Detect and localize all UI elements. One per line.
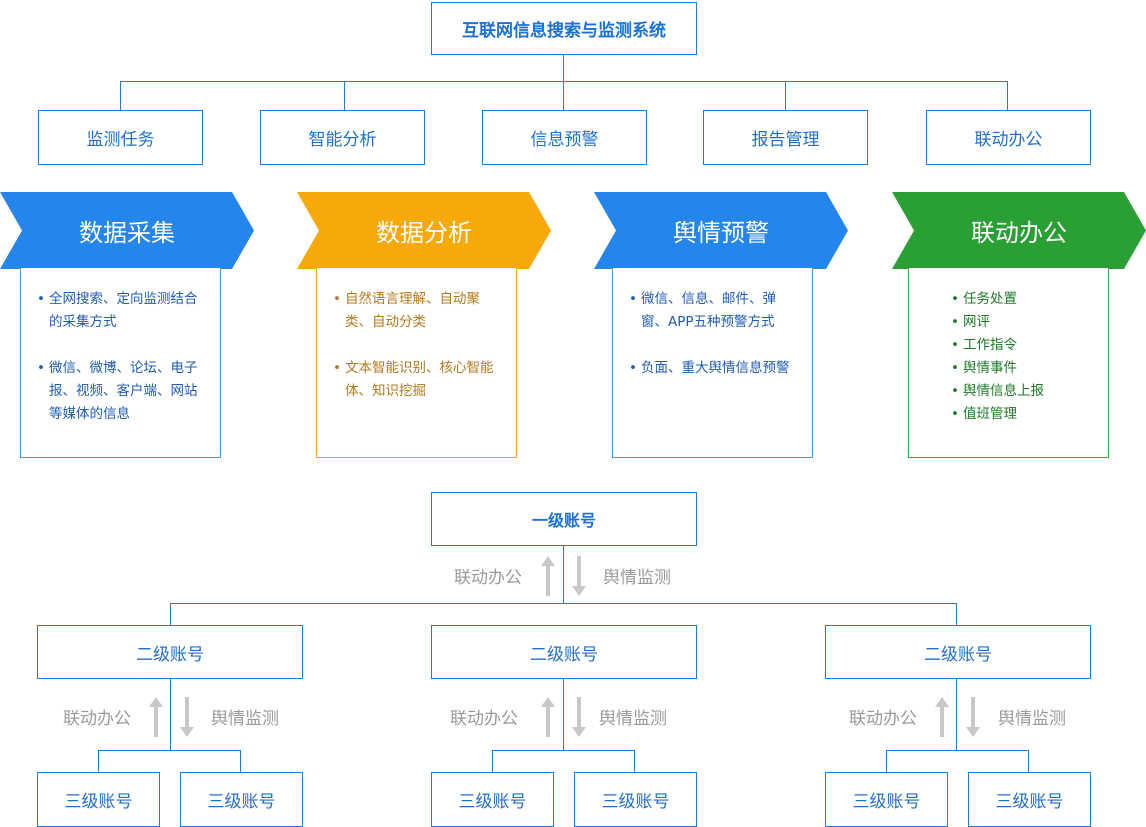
module-label: 联动办公 bbox=[974, 130, 1043, 150]
connector bbox=[170, 603, 957, 604]
pillar-item: 值班管理 bbox=[951, 403, 1094, 426]
connector bbox=[120, 81, 121, 110]
module-box-info-warning: 信息预警 bbox=[482, 110, 647, 165]
connector bbox=[886, 750, 1029, 751]
connector bbox=[98, 750, 99, 772]
up-flow-label: 联动办公 bbox=[849, 709, 917, 729]
pillar-title: 数据分析 bbox=[376, 219, 472, 247]
connector bbox=[1028, 750, 1029, 772]
module-label: 智能分析 bbox=[308, 130, 377, 150]
level1-account-label: 一级账号 bbox=[531, 511, 596, 530]
level3-account-box: 三级账号 bbox=[968, 772, 1091, 827]
up-flow-label: 联动办公 bbox=[63, 709, 131, 729]
up-arrow-icon bbox=[541, 556, 555, 596]
level1-account-box: 一级账号 bbox=[431, 492, 697, 546]
connector bbox=[240, 750, 241, 772]
system-title-box: 互联网信息搜索与监测系统 bbox=[431, 2, 697, 55]
up-arrow-icon bbox=[541, 697, 555, 737]
connector bbox=[956, 603, 957, 625]
pillar-item: 工作指令 bbox=[951, 334, 1094, 357]
module-label: 监测任务 bbox=[86, 130, 155, 150]
level2-account-label: 二级账号 bbox=[924, 644, 992, 665]
level3-account-label: 三级账号 bbox=[458, 792, 527, 812]
down-flow-label: 舆情监测 bbox=[603, 568, 671, 588]
pillar-panel-data-collection: 全网搜索、定向监测结合的采集方式 微信、微博、论坛、电子报、视频、客户端、网站等… bbox=[20, 268, 221, 458]
pillar-banner-data-analysis: 数据分析 bbox=[297, 192, 551, 269]
connector bbox=[563, 55, 564, 110]
connector bbox=[634, 750, 635, 772]
level2-account-box: 二级账号 bbox=[825, 625, 1091, 679]
up-arrow-icon bbox=[149, 697, 163, 737]
connector bbox=[170, 679, 171, 751]
connector bbox=[492, 750, 493, 772]
connector bbox=[170, 603, 171, 625]
system-title: 互联网信息搜索与监测系统 bbox=[462, 21, 666, 41]
connector bbox=[1007, 81, 1008, 110]
level2-account-box: 二级账号 bbox=[37, 625, 303, 679]
down-arrow-icon bbox=[966, 697, 980, 737]
pillar-item: 舆情信息上报 bbox=[951, 380, 1094, 403]
level3-account-box: 三级账号 bbox=[431, 772, 554, 827]
down-arrow-icon bbox=[180, 697, 194, 737]
pillar-item: 微信、信息、邮件、弹窗、APP五种预警方式 bbox=[629, 288, 798, 334]
pillar-item: 任务处置 bbox=[951, 288, 1094, 311]
level3-account-label: 三级账号 bbox=[852, 792, 921, 812]
level3-account-label: 三级账号 bbox=[995, 792, 1064, 812]
pillar-item: 微信、微博、论坛、电子报、视频、客户端、网站等媒体的信息 bbox=[37, 357, 206, 426]
module-box-linked-office: 联动办公 bbox=[926, 110, 1091, 165]
pillar-item: 自然语言理解、自动聚类、自动分类 bbox=[333, 288, 502, 334]
pillar-item: 文本智能识别、核心智能体、知识挖掘 bbox=[333, 357, 502, 403]
pillar-banner-linked-office: 联动办公 bbox=[892, 192, 1146, 269]
connector bbox=[886, 750, 887, 772]
connector bbox=[785, 81, 786, 110]
level3-account-box: 三级账号 bbox=[825, 772, 948, 827]
level2-account-box: 二级账号 bbox=[431, 625, 697, 679]
level3-account-label: 三级账号 bbox=[64, 792, 133, 812]
pillar-title: 舆情预警 bbox=[673, 219, 769, 247]
pillar-item: 全网搜索、定向监测结合的采集方式 bbox=[37, 288, 206, 334]
level3-account-label: 三级账号 bbox=[207, 792, 276, 812]
down-arrow-icon bbox=[572, 697, 586, 737]
connector bbox=[492, 750, 635, 751]
level3-account-box: 三级账号 bbox=[574, 772, 697, 827]
connector bbox=[344, 81, 345, 110]
level3-account-box: 三级账号 bbox=[180, 772, 303, 827]
pillar-title: 联动办公 bbox=[971, 219, 1067, 247]
module-box-smart-analysis: 智能分析 bbox=[260, 110, 425, 165]
connector bbox=[98, 750, 241, 751]
up-arrow-icon bbox=[935, 697, 949, 737]
pillar-title: 数据采集 bbox=[79, 219, 175, 247]
pillar-item: 网评 bbox=[951, 311, 1094, 334]
down-flow-label: 舆情监测 bbox=[211, 709, 279, 729]
connector bbox=[563, 679, 564, 751]
pillar-panel-public-opinion-warning: 微信、信息、邮件、弹窗、APP五种预警方式 负面、重大舆情信息预警 bbox=[612, 268, 813, 458]
down-flow-label: 舆情监测 bbox=[599, 709, 667, 729]
connector bbox=[956, 679, 957, 751]
module-label: 信息预警 bbox=[530, 130, 599, 150]
connector bbox=[120, 81, 1008, 82]
module-box-monitor-task: 监测任务 bbox=[38, 110, 203, 165]
pillar-item: 舆情事件 bbox=[951, 357, 1094, 380]
up-flow-label: 联动办公 bbox=[450, 709, 518, 729]
down-arrow-icon bbox=[572, 556, 586, 596]
level2-account-label: 二级账号 bbox=[530, 644, 598, 665]
level2-account-label: 二级账号 bbox=[136, 644, 204, 665]
pillar-banner-public-opinion-warning: 舆情预警 bbox=[594, 192, 848, 269]
pillar-panel-linked-office: 任务处置 网评 工作指令 舆情事件 舆情信息上报 值班管理 bbox=[908, 268, 1109, 458]
down-flow-label: 舆情监测 bbox=[998, 709, 1066, 729]
level3-account-label: 三级账号 bbox=[601, 792, 670, 812]
up-flow-label: 联动办公 bbox=[454, 568, 522, 588]
module-box-report-management: 报告管理 bbox=[703, 110, 868, 165]
pillar-panel-data-analysis: 自然语言理解、自动聚类、自动分类 文本智能识别、核心智能体、知识挖掘 bbox=[316, 268, 517, 458]
pillar-banner-data-collection: 数据采集 bbox=[0, 192, 254, 269]
level3-account-box: 三级账号 bbox=[37, 772, 160, 827]
module-label: 报告管理 bbox=[751, 130, 820, 150]
pillar-item: 负面、重大舆情信息预警 bbox=[629, 357, 798, 380]
connector bbox=[563, 546, 564, 604]
